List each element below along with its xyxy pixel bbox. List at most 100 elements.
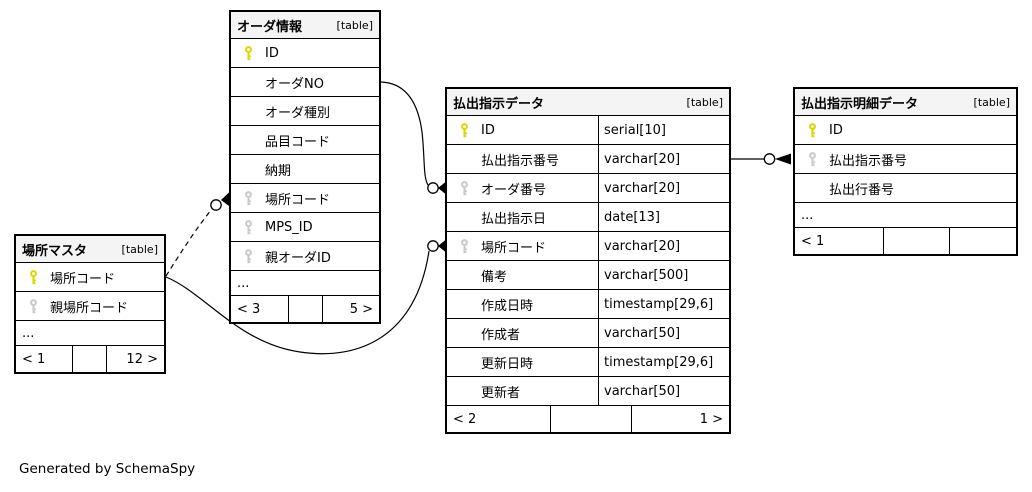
column-name: 備考 <box>481 269 508 285</box>
column-row: 作成者 varchar[50] <box>447 319 729 348</box>
zero-circle-icon <box>427 182 439 194</box>
foreign-key-icon <box>795 145 829 173</box>
column-row: オーダ番号 varchar[20] <box>447 174 729 203</box>
column-name: 払出指示番号 <box>829 153 908 169</box>
foreign-key-icon <box>231 184 265 212</box>
table-type-badge: [table] <box>686 95 723 109</box>
column-name: 作成者 <box>481 327 521 343</box>
column-row: 親場所コード <box>16 292 164 321</box>
table-order-info-header[interactable]: オーダ情報 [table] <box>231 12 379 39</box>
edge-orderno-to-payout <box>380 81 446 194</box>
table-payout-instruction-header[interactable]: 払出指示データ [table] <box>447 89 729 116</box>
crow-arrow-icon <box>221 192 229 206</box>
column-name: 親場所コード <box>50 300 129 316</box>
column-row: オーダ種別 <box>231 97 379 126</box>
table-name: 場所マスタ <box>22 243 88 259</box>
table-footer: < 3 5 > <box>231 296 379 322</box>
zero-circle-icon <box>210 199 222 211</box>
crow-arrow-icon <box>438 240 446 252</box>
zero-circle-icon <box>763 153 776 165</box>
table-name: 払出指示明細データ <box>801 96 919 112</box>
column-name: 場所コード <box>265 192 331 208</box>
table-type-badge: [table] <box>121 242 158 256</box>
primary-key-icon <box>16 263 50 291</box>
column-row: 場所コード <box>231 184 379 213</box>
column-name: 更新日時 <box>481 356 534 372</box>
column-type: varchar[20] <box>598 145 729 173</box>
column-name: 納期 <box>265 163 292 179</box>
hidden-columns-ellipsis: ... <box>16 321 164 346</box>
column-name: 払出指示日 <box>481 211 547 227</box>
column-name: ID <box>481 122 495 138</box>
table-payout-instruction-detail-header[interactable]: 払出指示明細データ [table] <box>795 89 1016 116</box>
column-type: timestamp[29,6] <box>598 290 729 318</box>
foreign-key-icon <box>231 213 265 241</box>
column-name: 作成日時 <box>481 298 534 314</box>
parent-count: < 1 <box>801 233 825 249</box>
table-name: オーダ情報 <box>237 19 303 35</box>
column-row: ID <box>795 116 1016 145</box>
column-row: 場所コード <box>16 263 164 292</box>
column-name: 品目コード <box>265 134 331 150</box>
parent-count: < 3 <box>237 301 261 317</box>
table-location-master-header[interactable]: 場所マスタ [table] <box>16 236 164 263</box>
column-type: varchar[20] <box>598 232 729 260</box>
table-footer: < 2 1 > <box>447 406 729 432</box>
table-location-master: 場所マスタ [table] 場所コード 親場所コード ... < 1 12 > <box>14 234 166 374</box>
table-footer: < 1 <box>795 228 1016 254</box>
column-name: 更新者 <box>481 385 521 401</box>
column-row: オーダNO <box>231 68 379 97</box>
column-name: MPS_ID <box>265 219 313 235</box>
column-row: 更新者 varchar[50] <box>447 377 729 406</box>
column-type: varchar[20] <box>598 174 729 202</box>
crow-arrow-icon <box>775 153 791 165</box>
table-type-badge: [table] <box>973 95 1010 109</box>
column-type: varchar[50] <box>598 377 729 405</box>
table-order-info: オーダ情報 [table] ID オーダNO オーダ種別 品目コード 納期 場所… <box>229 10 381 324</box>
column-row: ID <box>231 39 379 68</box>
column-name: オーダ種別 <box>265 105 331 121</box>
column-name: 親オーダID <box>265 250 331 266</box>
column-row: 品目コード <box>231 126 379 155</box>
table-name: 払出指示データ <box>453 96 545 112</box>
table-payout-instruction-detail: 払出指示明細データ [table] ID 払出指示番号 払出行番号 ... < … <box>793 87 1018 256</box>
column-row: 親オーダID <box>231 242 379 271</box>
column-name: 場所コード <box>50 271 116 287</box>
hidden-columns-ellipsis: ... <box>795 203 1016 228</box>
column-row: 払出指示番号 <box>795 145 1016 174</box>
column-name: 払出行番号 <box>829 182 895 198</box>
foreign-key-icon <box>447 232 481 260</box>
child-count <box>950 228 1016 254</box>
column-row: 払出指示日 date[13] <box>447 203 729 232</box>
foreign-key-icon <box>231 242 265 270</box>
table-payout-instruction: 払出指示データ [table] ID serial[10] 払出指示番号 var… <box>445 87 731 434</box>
child-count: 12 > <box>126 351 158 367</box>
column-row: 備考 varchar[500] <box>447 261 729 290</box>
column-row: 納期 <box>231 155 379 184</box>
column-name: 場所コード <box>481 240 547 256</box>
column-row: 作成日時 timestamp[29,6] <box>447 290 729 319</box>
hidden-columns-ellipsis: ... <box>231 271 379 296</box>
parent-count: < 2 <box>453 411 477 427</box>
child-count: 1 > <box>699 411 723 427</box>
column-type: varchar[50] <box>598 319 729 347</box>
column-type: serial[10] <box>598 116 729 144</box>
column-type: varchar[500] <box>598 261 729 289</box>
edge-location-to-payout <box>165 240 446 355</box>
column-type: timestamp[29,6] <box>598 348 729 376</box>
column-name: ID <box>265 45 279 61</box>
column-row: 更新日時 timestamp[29,6] <box>447 348 729 377</box>
column-name: オーダ番号 <box>481 182 547 198</box>
foreign-key-icon <box>16 292 50 320</box>
primary-key-icon <box>231 39 265 67</box>
column-type: date[13] <box>598 203 729 231</box>
generated-by-caption: Generated by SchemaSpy <box>19 461 196 477</box>
column-row: MPS_ID <box>231 213 379 242</box>
edge-location-to-order-dashed <box>165 192 229 277</box>
column-row: 払出指示番号 varchar[20] <box>447 145 729 174</box>
crow-arrow-icon <box>438 182 446 194</box>
column-row: ID serial[10] <box>447 116 729 145</box>
foreign-key-icon <box>447 174 481 202</box>
